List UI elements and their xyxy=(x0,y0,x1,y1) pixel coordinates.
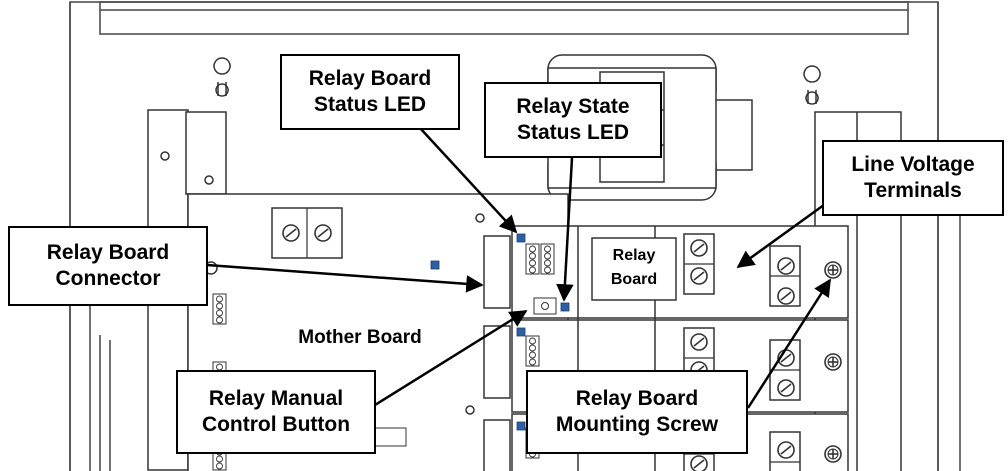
relay-pin-connectors xyxy=(525,243,557,459)
callout-relay-board-connector: Relay Board Connector xyxy=(8,226,208,306)
mother-board-label: Mother Board xyxy=(298,327,422,348)
relay-board-connector-part xyxy=(483,235,511,471)
arrow-relay-board-status-led xyxy=(419,127,518,234)
relay-board-label: Relay Board xyxy=(610,247,658,288)
keyhole-slot-left xyxy=(213,57,231,97)
arrow-line-voltage-terminals xyxy=(736,200,829,269)
arrow-relay-manual-control-button xyxy=(374,309,528,407)
mother-board-terminal xyxy=(271,207,343,259)
callout-line-voltage-terminals: Line Voltage Terminals xyxy=(822,140,1004,216)
callout-arrows xyxy=(206,127,832,409)
callout-relay-board-mounting-screw: Relay Board Mounting Screw xyxy=(526,370,748,454)
status-leds xyxy=(430,233,570,431)
keyhole-slot-right xyxy=(803,65,821,105)
line-voltage-terminals-right xyxy=(769,245,801,471)
enclosure-frame xyxy=(69,1,961,471)
callout-relay-board-status-led: Relay Board Status LED xyxy=(280,54,460,130)
arrow-relay-board-connector xyxy=(206,263,484,293)
relay-board-label-box xyxy=(591,237,677,301)
callout-relay-manual-control-button: Relay Manual Control Button xyxy=(176,370,376,454)
callout-relay-state-status-led: Relay State Status LED xyxy=(484,82,662,158)
arrow-relay-board-mounting-screw xyxy=(746,278,832,409)
arrow-relay-state-status-led xyxy=(556,157,574,302)
